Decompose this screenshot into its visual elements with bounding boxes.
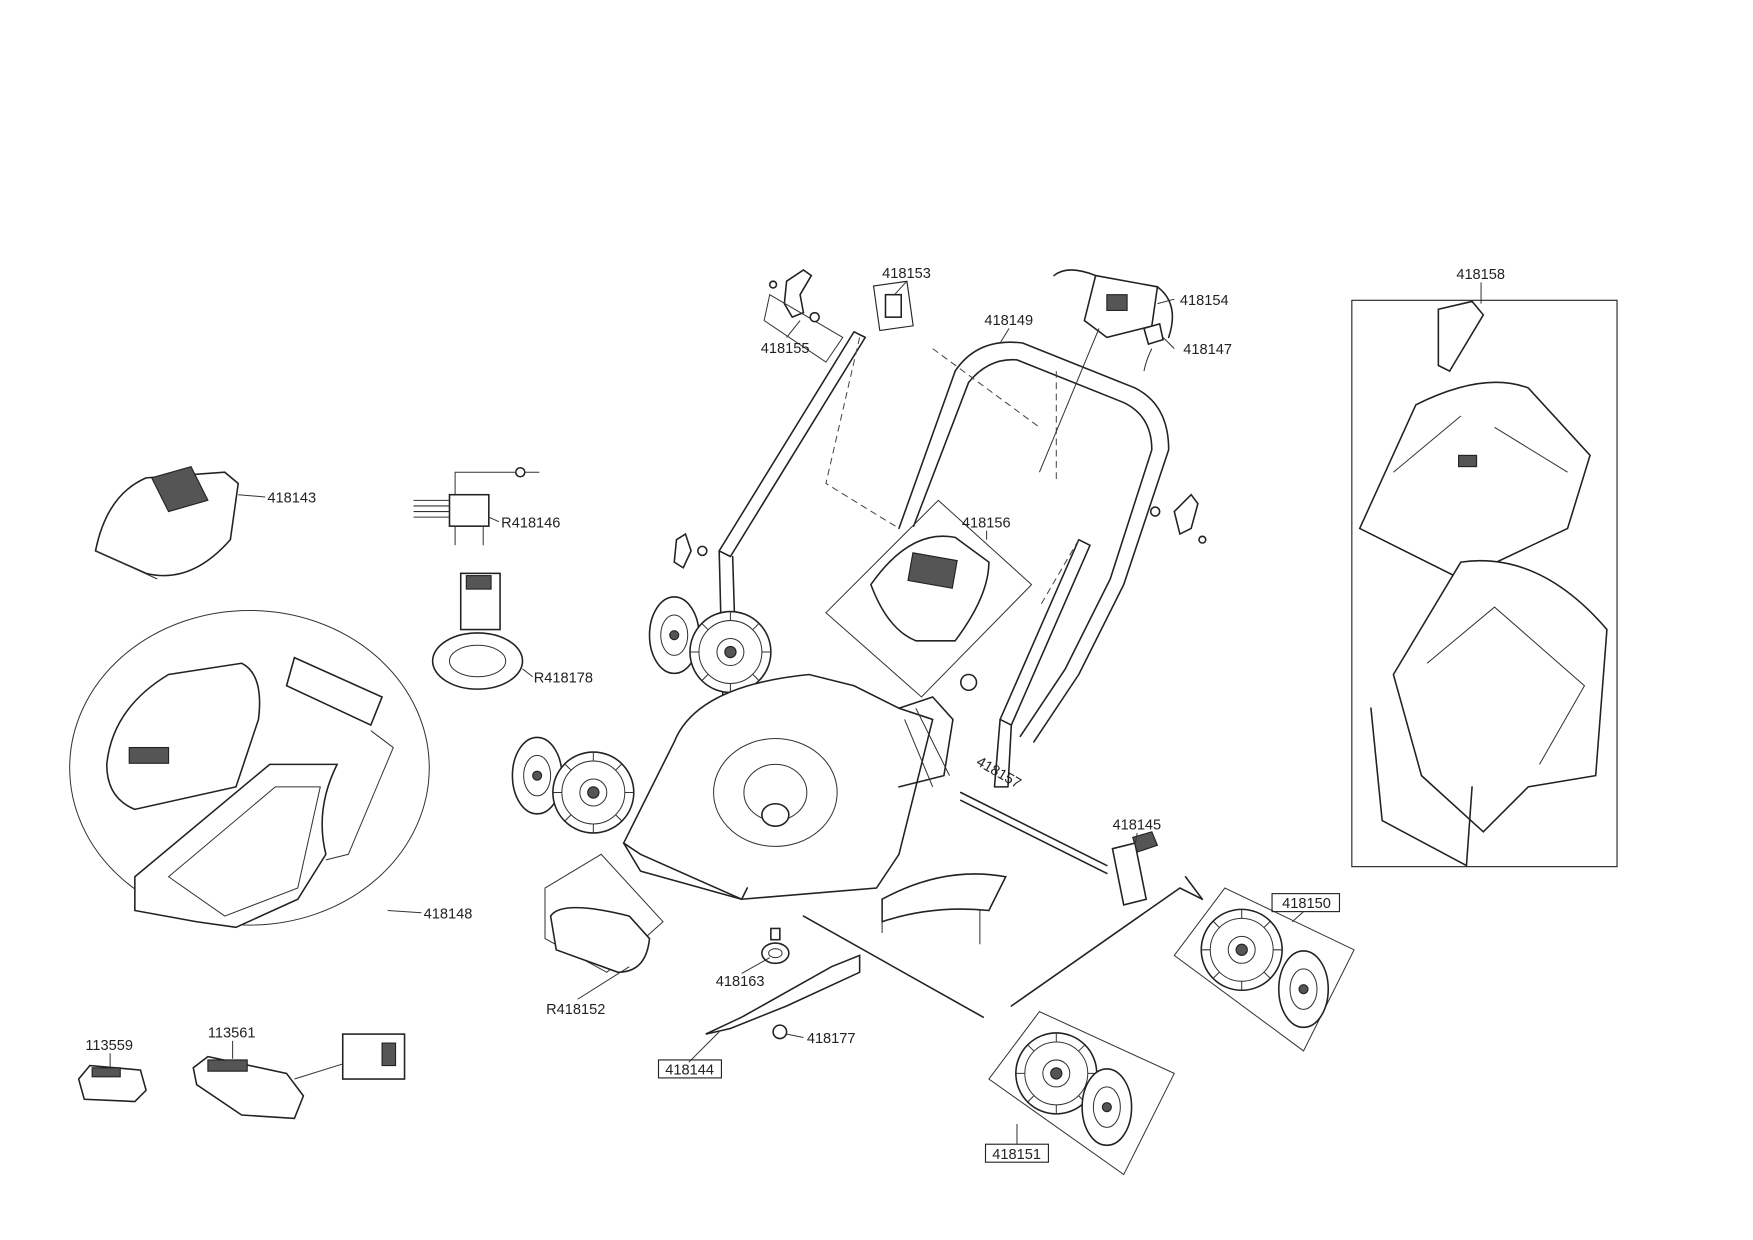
height-adjuster-418145 <box>1111 831 1159 906</box>
blade-bolt-418177 <box>772 1024 788 1040</box>
wiring-module-R418146 <box>413 466 540 546</box>
front-wheel-left <box>511 736 635 834</box>
wheel-kit-418151 <box>988 1010 1175 1176</box>
upper-handle <box>898 341 1170 743</box>
battery-cover-R418152 <box>544 853 664 974</box>
leader-lines <box>109 280 1482 1145</box>
blade-adapter-418163 <box>761 927 790 965</box>
label-418143: 418143 <box>267 491 316 507</box>
label-box-418144 <box>657 1059 722 1079</box>
label-418148: 418148 <box>424 906 473 922</box>
label-418154: 418154 <box>1180 293 1229 309</box>
label-418163: 418163 <box>716 974 765 990</box>
housing-kit-418148 <box>69 609 430 929</box>
label-418155: 418155 <box>761 341 810 357</box>
battery-hood-418143 <box>94 465 240 580</box>
label-R418146: R418146 <box>501 515 560 531</box>
label-113559: 113559 <box>85 1038 133 1054</box>
control-box-418154 <box>1038 269 1174 473</box>
grass-box-indicator-418156 <box>825 499 1033 698</box>
battery-113559 <box>77 1064 147 1103</box>
grass-bag-kit-418158 <box>1351 299 1618 868</box>
mulch-flap <box>881 873 1007 945</box>
label-box-418151 <box>984 1143 1049 1163</box>
mower-deck <box>622 673 954 901</box>
blade-418144 <box>705 954 861 1035</box>
label-418144: 418144 <box>665 1063 714 1079</box>
label-418145: 418145 <box>1112 818 1161 834</box>
cable-clip-418153 <box>872 280 914 332</box>
motor-R418178 <box>431 572 524 690</box>
label-418147: 418147 <box>1183 342 1232 358</box>
label-113561: 113561 <box>208 1025 256 1041</box>
charger-113561 <box>192 1033 406 1120</box>
label-418156: 418156 <box>962 515 1011 531</box>
label-418149: 418149 <box>984 313 1033 329</box>
label-418153: 418153 <box>882 266 931 282</box>
lower-handle-right <box>993 538 1091 788</box>
label-box-418150 <box>1271 893 1341 913</box>
switch-lever-418147 <box>1142 322 1164 372</box>
rear-wheel-left <box>648 596 772 694</box>
quick-release-lever-418155 <box>763 269 844 363</box>
label-418177: 418177 <box>807 1031 856 1047</box>
label-418158: 418158 <box>1456 267 1505 283</box>
label-R418178: R418178 <box>534 670 593 686</box>
wheel-kit-418150 <box>1173 887 1355 1052</box>
quick-release-lever-right <box>1149 493 1207 544</box>
label-418151: 418151 <box>992 1147 1041 1163</box>
front-axle <box>802 875 1204 1019</box>
rear-axle <box>959 791 1108 875</box>
label-R418152: R418152 <box>546 1002 605 1018</box>
label-418150: 418150 <box>1282 896 1331 912</box>
quick-release-lever-left <box>673 532 708 569</box>
